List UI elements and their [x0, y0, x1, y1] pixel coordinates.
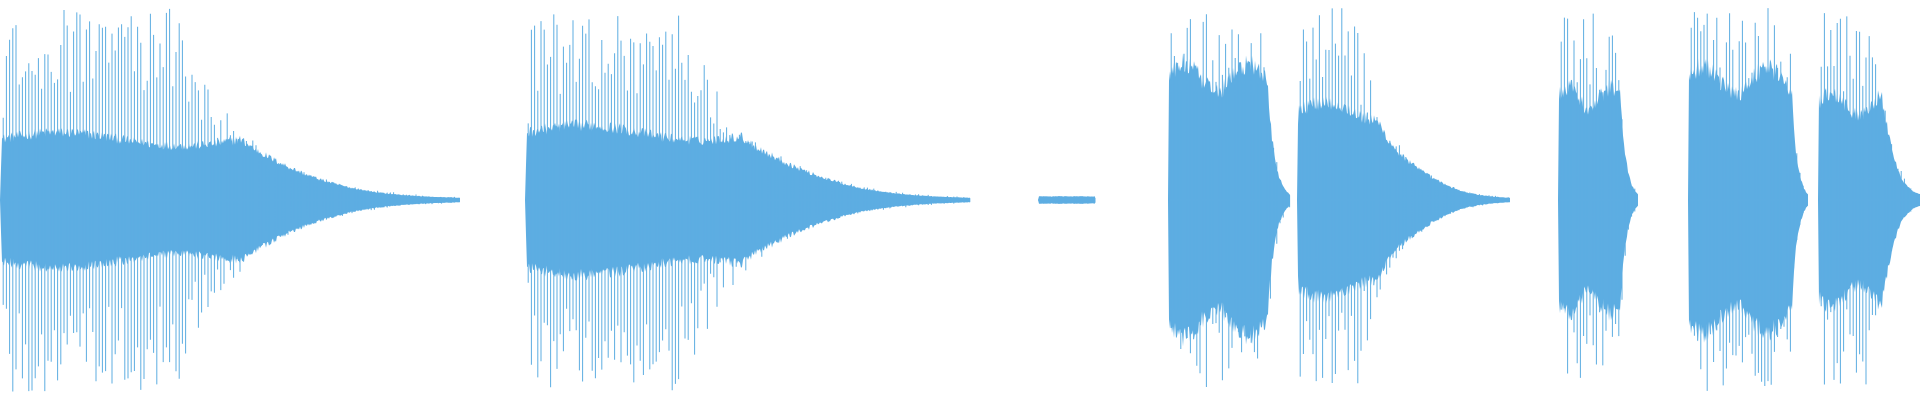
waveform-spikes	[1299, 8, 1509, 384]
waveform-clip-2[interactable]	[525, 14, 971, 391]
waveform-clip-1[interactable]	[0, 8, 460, 392]
waveform-spikes	[1560, 13, 1636, 378]
waveform-clip-5[interactable]	[1297, 8, 1510, 384]
waveform-clip-4[interactable]	[1168, 14, 1291, 387]
waveform-clip-6[interactable]	[1558, 13, 1638, 378]
waveform-clip-8[interactable]	[1818, 13, 1920, 385]
waveform-spikes	[1170, 14, 1291, 387]
waveform-clip-7[interactable]	[1688, 8, 1808, 391]
waveform-clip-3[interactable]	[1038, 196, 1096, 204]
